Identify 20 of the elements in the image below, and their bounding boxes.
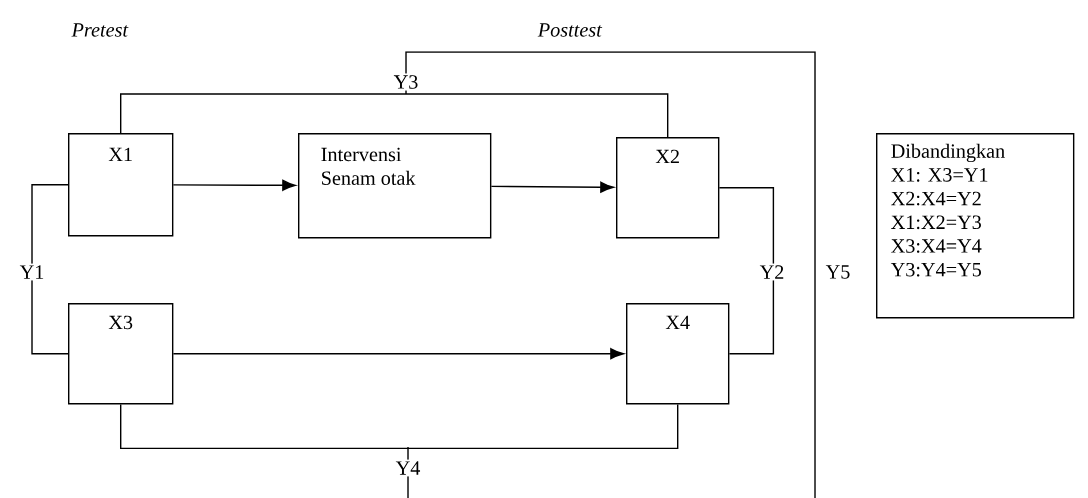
- edge-label: Y1: [17, 263, 47, 281]
- process-box: X3: [68, 303, 174, 405]
- process-box: X1: [68, 133, 174, 237]
- edge-label: Y2: [757, 263, 787, 281]
- connector-line: [31, 184, 69, 355]
- comparison-label: Y5: [825, 265, 850, 279]
- comparison-box: Dibandingkan X1: X3=Y1 X2:X4=Y2 X1:X2=Y3 X3:X4=Y4 Y3:Y4=Y5: [876, 133, 1075, 319]
- edge-label: Y4: [393, 459, 423, 477]
- process-box: Intervensi Senam otak: [298, 133, 492, 239]
- phase-heading: Posttest: [537, 23, 603, 37]
- arrow: [172, 179, 296, 191]
- phase-heading: Pretest: [71, 23, 129, 37]
- connector-line: [718, 187, 775, 355]
- arrow: [172, 348, 624, 360]
- arrow: [490, 181, 614, 193]
- process-box: X2: [616, 137, 720, 239]
- edge-label: Y3: [391, 73, 421, 91]
- connector-line: [120, 93, 669, 138]
- process-box: X4: [626, 303, 730, 405]
- connector-line: [120, 403, 679, 450]
